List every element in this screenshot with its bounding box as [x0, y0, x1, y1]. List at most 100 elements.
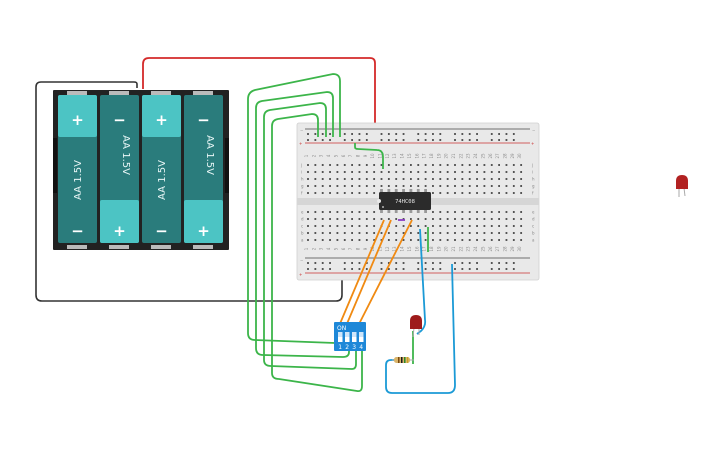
- column-label: 5: [333, 247, 338, 250]
- column-label: 1: [304, 247, 309, 250]
- column-label: 29: [510, 153, 515, 159]
- chip-pin: [380, 189, 383, 193]
- column-label: 24: [473, 246, 478, 252]
- column-label: 30: [517, 153, 522, 159]
- column-label: 2: [311, 247, 316, 250]
- chip-pin: [402, 209, 405, 213]
- wires-green[interactable]: [247, 73, 429, 393]
- chip-pin: [394, 209, 398, 213]
- column-label: 15: [407, 246, 412, 252]
- column-label: 20: [444, 246, 449, 252]
- dip-position-label: 4: [359, 344, 363, 351]
- column-label: 26: [488, 246, 493, 252]
- row-label: i: [301, 170, 302, 175]
- dip-position-label: 2: [345, 344, 349, 351]
- rail-plus-label-right: +: [531, 141, 534, 146]
- column-label: 11: [378, 246, 383, 252]
- chip-pin: [424, 209, 427, 213]
- battery-cell[interactable]: − + AA 1.5V: [100, 91, 139, 249]
- column-label: 30: [517, 246, 522, 252]
- column-label: 21: [451, 153, 456, 159]
- column-label: 16: [414, 246, 419, 252]
- column-label: 17: [422, 246, 427, 252]
- wires-blue[interactable]: [385, 228, 456, 394]
- dip-position-label: 1: [338, 344, 342, 351]
- column-label: 19: [436, 246, 441, 252]
- column-label: 7: [348, 154, 353, 157]
- battery-pack[interactable]: +−AA 1.5V−+AA 1.5V+−AA 1.5V−+AA 1.5V: [53, 90, 229, 250]
- column-label: 8: [355, 247, 360, 250]
- dip-toggle[interactable]: 1: [338, 332, 343, 351]
- column-label: 23: [466, 246, 471, 252]
- cell-label: AA 1.5V: [120, 135, 131, 175]
- column-label: 23: [466, 153, 471, 159]
- column-label: 21: [451, 246, 456, 252]
- column-label: 12: [385, 153, 390, 159]
- rail-minus-label: −: [300, 128, 303, 133]
- column-label: 12: [385, 246, 390, 252]
- column-label: 16: [414, 153, 419, 159]
- chip-pin: [409, 189, 413, 193]
- battery-cell[interactable]: + − AA 1.5V: [142, 91, 181, 249]
- column-label: 9: [363, 154, 368, 157]
- row-label: e: [301, 210, 304, 215]
- row-label: h: [301, 177, 304, 182]
- dip-toggle[interactable]: 3: [352, 332, 357, 351]
- chip-pin: [424, 189, 427, 193]
- row-label: h: [532, 177, 535, 182]
- cell-label: AA 1.5V: [73, 160, 84, 200]
- cell-label: AA 1.5V: [157, 160, 168, 200]
- chip-pin: [394, 189, 398, 193]
- led-output[interactable]: [410, 315, 422, 338]
- wire-red-power[interactable]: [142, 57, 376, 140]
- dip-toggle[interactable]: 4: [359, 332, 364, 351]
- rail-plus-label-bottom: +: [299, 272, 302, 277]
- column-label: 22: [458, 153, 463, 159]
- column-label: 4: [326, 247, 331, 250]
- row-label: f: [532, 191, 534, 196]
- terminal-sign: −: [197, 111, 210, 129]
- column-label: 13: [392, 153, 397, 159]
- rail-minus-label-right: −: [532, 128, 535, 133]
- chip-pin: [387, 189, 391, 193]
- terminal-sign: +: [113, 222, 126, 240]
- column-label: 18: [429, 153, 434, 159]
- terminal-sign: −: [113, 111, 126, 129]
- battery-cell[interactable]: −+AA 1.5V: [184, 91, 223, 249]
- wire-black-ground[interactable]: [35, 81, 343, 302]
- column-label: 18: [429, 246, 434, 252]
- column-label: 25: [480, 153, 485, 159]
- terminal-sign: −: [155, 222, 168, 240]
- row-label: g: [301, 184, 304, 189]
- terminal-sign: +: [155, 111, 168, 129]
- dip-toggle[interactable]: 2: [345, 332, 350, 351]
- chip-label: 74HC08: [395, 199, 415, 205]
- resistor[interactable]: [392, 357, 414, 363]
- chip-74hc08[interactable]: 74HC08: [377, 189, 431, 213]
- column-label: 7: [348, 247, 353, 250]
- wires-orange[interactable]: [338, 219, 413, 327]
- row-label: c: [532, 224, 534, 229]
- column-label: 26: [488, 153, 493, 159]
- column-label: 6: [341, 154, 346, 157]
- chip-pin: [416, 189, 420, 193]
- row-label: d: [301, 217, 304, 222]
- column-label: 24: [473, 153, 478, 159]
- column-label: 14: [400, 246, 405, 252]
- led-unconnected[interactable]: [676, 175, 688, 197]
- column-label: 22: [458, 246, 463, 252]
- rail-plus-label: +: [299, 141, 302, 146]
- row-label: c: [301, 224, 303, 229]
- column-label: 13: [392, 246, 397, 252]
- terminal-sign: −: [71, 222, 84, 240]
- battery-cell[interactable]: + − AA 1.5V: [58, 91, 97, 249]
- cell-label: AA 1.5V: [204, 135, 215, 175]
- row-label: a: [532, 238, 535, 243]
- column-label: 8: [355, 154, 360, 157]
- terminal-sign: +: [71, 111, 84, 129]
- column-label: 3: [319, 154, 324, 157]
- row-label: d: [532, 217, 535, 222]
- row-label: i: [532, 170, 533, 175]
